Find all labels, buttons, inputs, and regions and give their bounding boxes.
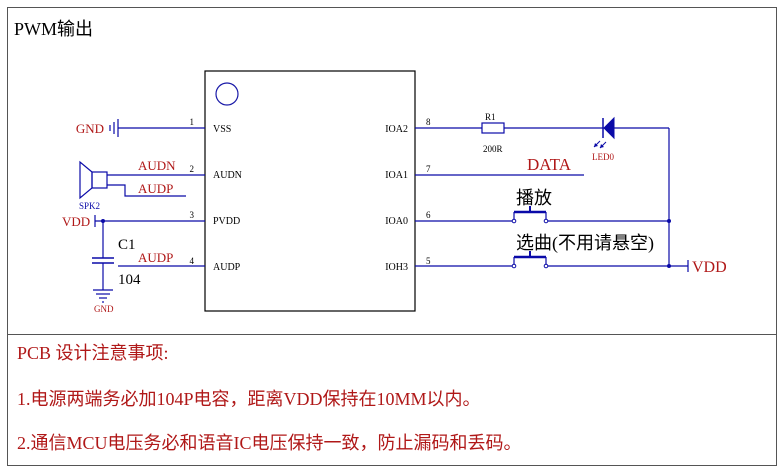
pin-num-8: 8: [426, 117, 431, 127]
pin-num-7: 7: [426, 164, 431, 174]
label-vdd-left: VDD: [62, 214, 90, 229]
label-audp-pin4: AUDP: [138, 250, 173, 265]
pin-num-6: 6: [426, 210, 431, 220]
gnd-symbol-bottom: [93, 289, 113, 303]
label-audp-speaker: AUDP: [138, 181, 173, 196]
notes-heading: PCB 设计注意事项:: [17, 343, 169, 363]
chip-body: [204, 70, 416, 312]
pin-name-ioa1: IOA1: [385, 170, 408, 181]
select-switch-contact-left: [511, 263, 517, 269]
notes-line-1: 1.电源两端务必加104P电容，距离VDD保持在10MM以内。: [17, 389, 481, 409]
capacitor-c1: [92, 257, 114, 264]
pin-name-ioa2: IOA2: [385, 124, 408, 135]
label-cap-value: 104: [118, 272, 141, 288]
junction-right-rail-bottom: [667, 264, 671, 268]
notes-line-2: 2.通信MCU电压务必和语音IC电压保持一致，防止漏码和丢码。: [17, 433, 522, 453]
pin-name-ioa0: IOA0: [385, 216, 408, 227]
gnd-symbol-left: [109, 119, 119, 137]
led-icon: [593, 116, 615, 149]
pin-num-5: 5: [426, 256, 431, 266]
pin-name-audn: AUDN: [213, 170, 242, 181]
pin-name-pvdd: PVDD: [213, 216, 240, 227]
junction-vdd-left: [101, 219, 105, 223]
play-switch-contact-right: [543, 218, 549, 224]
pin-num-1: 1: [190, 117, 195, 127]
pin-name-ioh3: IOH3: [385, 262, 408, 273]
right-wiring: [415, 127, 688, 267]
select-button-switch: [513, 251, 547, 266]
label-resistor-value: 200R: [483, 144, 503, 154]
label-select: 选曲(不用请悬空): [516, 233, 654, 254]
play-switch-contact-left: [511, 218, 517, 224]
pin-num-3: 3: [190, 210, 195, 220]
pin-name-audp: AUDP: [213, 262, 241, 273]
label-play: 播放: [516, 188, 552, 208]
label-data: DATA: [527, 155, 572, 174]
select-switch-contact-right: [543, 263, 549, 269]
label-spk: SPK2: [79, 201, 100, 211]
left-wiring: [95, 127, 205, 290]
label-gnd-left: GND: [76, 121, 104, 136]
junction-right-rail-top: [667, 219, 671, 223]
label-gnd-bottom: GND: [94, 304, 114, 314]
label-vdd-right: VDD: [692, 259, 727, 276]
pin-name-vss: VSS: [213, 124, 231, 135]
pin-num-4: 4: [190, 256, 195, 266]
resistor-r1: [481, 122, 505, 134]
speaker-icon: [79, 160, 108, 200]
label-resistor-name: R1: [485, 112, 496, 122]
label-audn: AUDN: [138, 158, 176, 173]
page-title: PWM输出: [14, 19, 93, 39]
pin-num-2: 2: [190, 164, 195, 174]
outer-border: [7, 7, 777, 466]
label-led: LED0: [592, 152, 614, 162]
label-cap-name: C1: [118, 237, 136, 253]
play-button-switch: [513, 206, 547, 221]
chip-pin1-marker: [215, 82, 239, 106]
